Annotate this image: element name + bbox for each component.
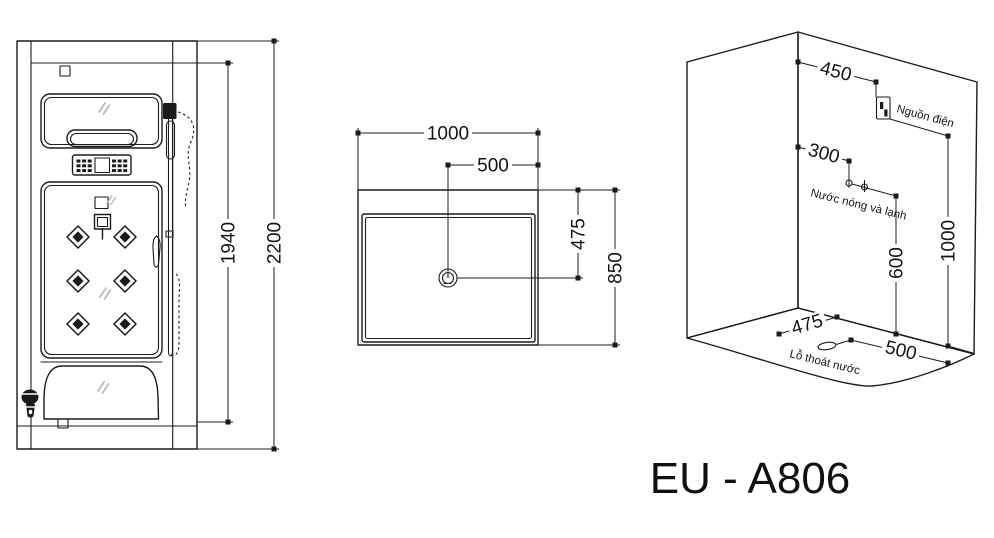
- tub-apron: [40, 361, 163, 420]
- dim-2200-label: 2200: [265, 222, 286, 264]
- hand-shower-handle: [165, 120, 176, 160]
- shower-rail: [163, 103, 195, 357]
- dim-500-floor-label: 500: [883, 337, 919, 365]
- dim-475-label: 475: [569, 218, 590, 250]
- massage-jet: [66, 225, 90, 249]
- control-keypad-right: [112, 159, 128, 173]
- corner-walls: [686, 31, 978, 387]
- dim-power-offset: 450: [795, 57, 879, 97]
- top-vent-square: [59, 65, 71, 77]
- control-panel: [71, 154, 132, 176]
- dim-water-offset: 300: [795, 139, 852, 176]
- glass-mark-icon: [98, 102, 111, 115]
- floor-plane: [686, 307, 975, 387]
- dim-inner-height: 1940: [197, 60, 240, 425]
- dim-water-height: 600: [887, 196, 908, 337]
- front-elevation-view: 1940 2200: [16, 38, 286, 452]
- dim-power-height: 1000: [939, 136, 974, 354]
- dim-600-label: 600: [887, 247, 908, 279]
- dim-450-label: 450: [818, 58, 854, 86]
- bottom-vent-square: [57, 418, 69, 429]
- dim-1000-label: 1000: [427, 124, 469, 145]
- dim-850-label: 850: [606, 252, 627, 284]
- dim-500-label: 500: [477, 156, 509, 177]
- dim-1000-height-label: 1000: [939, 220, 960, 262]
- shower-hose-upper: [177, 111, 195, 209]
- control-keypad-left: [76, 159, 92, 173]
- top-window: [40, 93, 163, 149]
- water-fittings-icon: [845, 176, 899, 199]
- left-wall: [686, 31, 799, 339]
- drain-plan: [438, 268, 458, 288]
- rail-bracket: [163, 103, 177, 119]
- control-display: [94, 157, 111, 174]
- massage-jets: [66, 225, 137, 336]
- dim-300-label: 300: [806, 140, 842, 168]
- hand-shower-icon: [21, 389, 39, 418]
- shower-hose-lower: [168, 273, 181, 357]
- massage-jet: [113, 312, 137, 336]
- floor-drain-icon: [817, 341, 837, 351]
- power-source-label: Nguồn điện: [895, 103, 955, 130]
- door-panel: [40, 181, 163, 359]
- drain-hole-label: Lỗ thoát nước: [788, 347, 861, 377]
- door-handle: [152, 235, 161, 268]
- model-code: EU - A806: [650, 454, 851, 503]
- hot-cold-water-label: Nước nóng và lạnh: [809, 187, 907, 222]
- shower-bracket: [93, 195, 117, 240]
- top-plan-view: 1000 500 475 850: [355, 124, 627, 348]
- installation-iso-view: 450 Nguồn điện 1000: [686, 31, 978, 387]
- massage-jet: [66, 269, 90, 293]
- glass-mark-icon: [97, 381, 110, 394]
- dim-1940-label: 1940: [219, 222, 240, 264]
- rail-clamp: [165, 230, 174, 238]
- massage-jet: [113, 269, 137, 293]
- glass-mark-icon: [99, 287, 112, 300]
- headrest: [66, 129, 138, 148]
- massage-jet: [113, 225, 137, 249]
- dim-475-floor-label: 475: [789, 310, 825, 339]
- power-outlet-icon: [875, 96, 891, 120]
- dim-total-height: 2200: [197, 38, 286, 452]
- massage-jet: [66, 312, 90, 336]
